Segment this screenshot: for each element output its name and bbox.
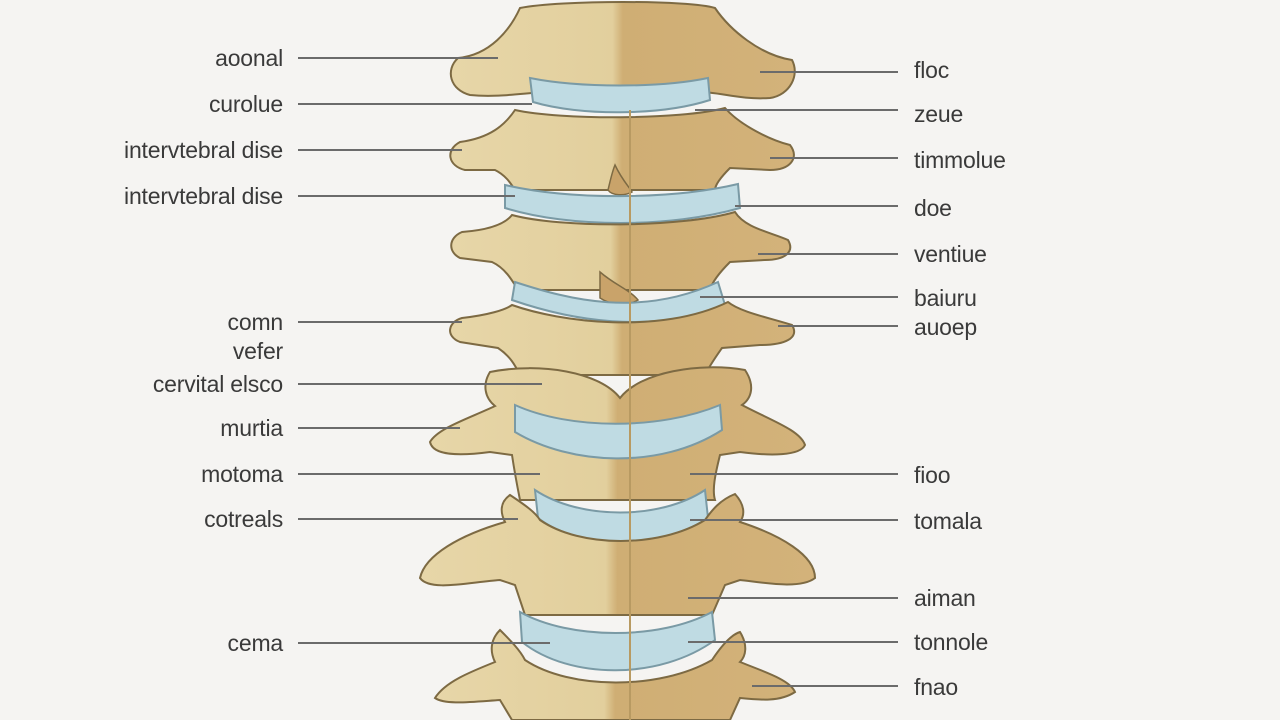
label-left-9: motoma: [201, 461, 283, 487]
label-left-6: vefer: [232, 338, 283, 364]
intervertebral-disc-6: [518, 610, 717, 672]
label-left-2: curolue: [208, 91, 283, 117]
label-left-10: cotreals: [204, 506, 283, 532]
leader-lines-left: [298, 57, 550, 644]
vertebra-4: [449, 300, 795, 376]
label-right-10: aiman: [914, 585, 976, 611]
vertebra-7: [433, 628, 797, 720]
leader-lines-right: [688, 71, 898, 687]
vertebra-6: [418, 492, 817, 616]
label-right-7: auoep: [914, 314, 977, 340]
vertebra-2: [449, 106, 795, 196]
label-left-7: cervital elsco: [152, 371, 283, 397]
label-left-3: intervtebral dise: [124, 137, 283, 163]
label-right-6: baiuru: [914, 285, 977, 311]
label-left-4: intervtebral dise: [124, 183, 283, 209]
vertebra-1: [449, 1, 796, 100]
label-right-9: tomala: [914, 508, 982, 534]
label-right-3: timmolue: [914, 147, 1006, 173]
label-left-5: comn: [227, 309, 284, 335]
label-left-11: cema: [227, 630, 284, 656]
label-left-8: murtia: [220, 415, 283, 441]
label-right-4: doe: [914, 195, 952, 221]
intervertebral-disc-2: [504, 182, 742, 224]
label-left-1: aoonal: [215, 45, 283, 71]
label-right-12: fnao: [914, 674, 958, 700]
vertebra-3: [450, 210, 792, 305]
label-right-8: fioo: [914, 462, 951, 488]
label-right-1: floc: [914, 57, 949, 83]
label-right-11: tonnole: [914, 629, 989, 655]
intervertebral-disc-4: [514, 403, 724, 460]
intervertebral-disc-1: [528, 76, 712, 114]
label-right-2: zeue: [914, 101, 964, 127]
label-right-5: ventiue: [914, 241, 987, 267]
